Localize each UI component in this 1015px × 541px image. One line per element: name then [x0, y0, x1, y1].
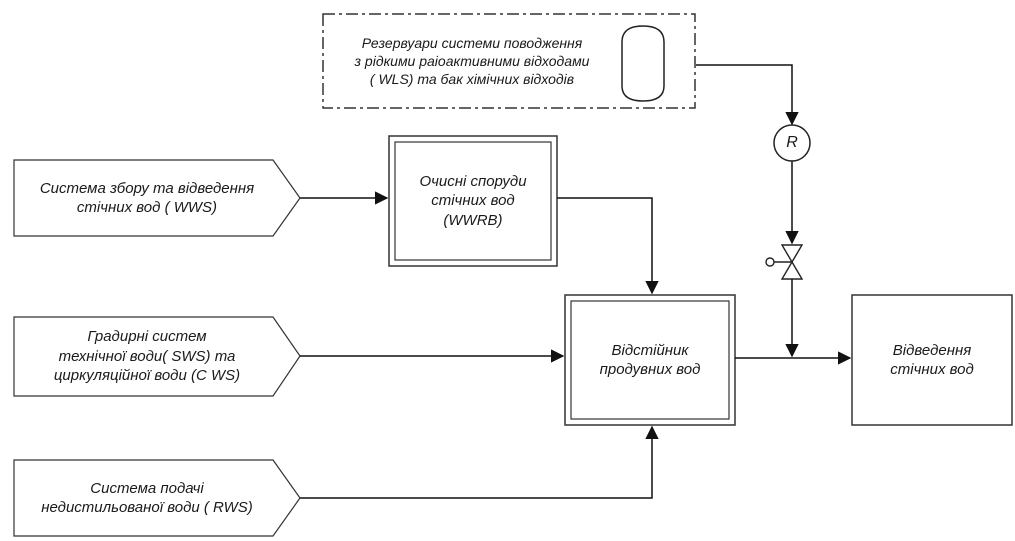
connector-wwrb-settler — [557, 197, 659, 295]
tanks-label: Резервуари системи поводження з рідкими … — [326, 18, 618, 104]
wwrb-line-3: (WWRB) — [443, 211, 503, 229]
wwrb-box — [388, 135, 558, 267]
settler-line-2: продувних вод — [599, 361, 701, 378]
tanks-box — [322, 13, 696, 109]
rws-label: Система подачі недистильованої води ( RW… — [18, 462, 276, 534]
connector-rws-settler — [300, 425, 659, 499]
flow-meter-label: R — [786, 133, 798, 151]
settler-line-1: Відстійник — [611, 341, 689, 359]
wwrb-label: Очисні споруди стічних вод (WWRB) — [397, 144, 549, 258]
discharge-box — [851, 294, 1013, 426]
discharge-line-1: Відведення — [892, 341, 972, 359]
tanks-line-2: з рідкими раіоактивними відходами — [354, 52, 590, 69]
tank-vessel-icon — [621, 25, 665, 102]
sws-input-shape — [13, 316, 301, 397]
wwrb-line-1: Очисні споруди — [419, 172, 527, 190]
wws-label: Система збору та відведення стічних вод … — [18, 162, 276, 234]
settler-box — [564, 294, 736, 426]
wws-line-1: Система збору та відведення — [39, 179, 255, 197]
rws-line-1: Система подачі — [90, 479, 204, 497]
tanks-line-3: ( WLS) та бак хімічних відходів — [369, 71, 575, 88]
tanks-line-1: Резервуари системи поводження — [361, 34, 583, 51]
rws-input-shape — [13, 459, 301, 537]
wwrb-line-2: стічних вод — [431, 192, 515, 210]
rws-line-2: недистильованої води ( RWS) — [41, 499, 253, 516]
settler-label: Відстійник продувних вод — [573, 303, 727, 417]
sws-line-2: технічної води( SWS) та — [58, 347, 236, 365]
sws-line-3: циркуляційної води (C WS) — [53, 367, 241, 385]
connector-tanks-meter — [696, 64, 799, 126]
discharge-label: Відведення стічних вод — [855, 298, 1009, 422]
sws-label: Градирні систем технічної води( SWS) та … — [18, 319, 276, 394]
valve-icon — [765, 244, 804, 280]
wws-line-2: стічних вод ( WWS) — [76, 199, 218, 216]
sws-line-1: Градирні систем — [87, 328, 207, 346]
wws-input-shape — [13, 159, 301, 237]
discharge-line-2: стічних вод — [890, 361, 974, 378]
